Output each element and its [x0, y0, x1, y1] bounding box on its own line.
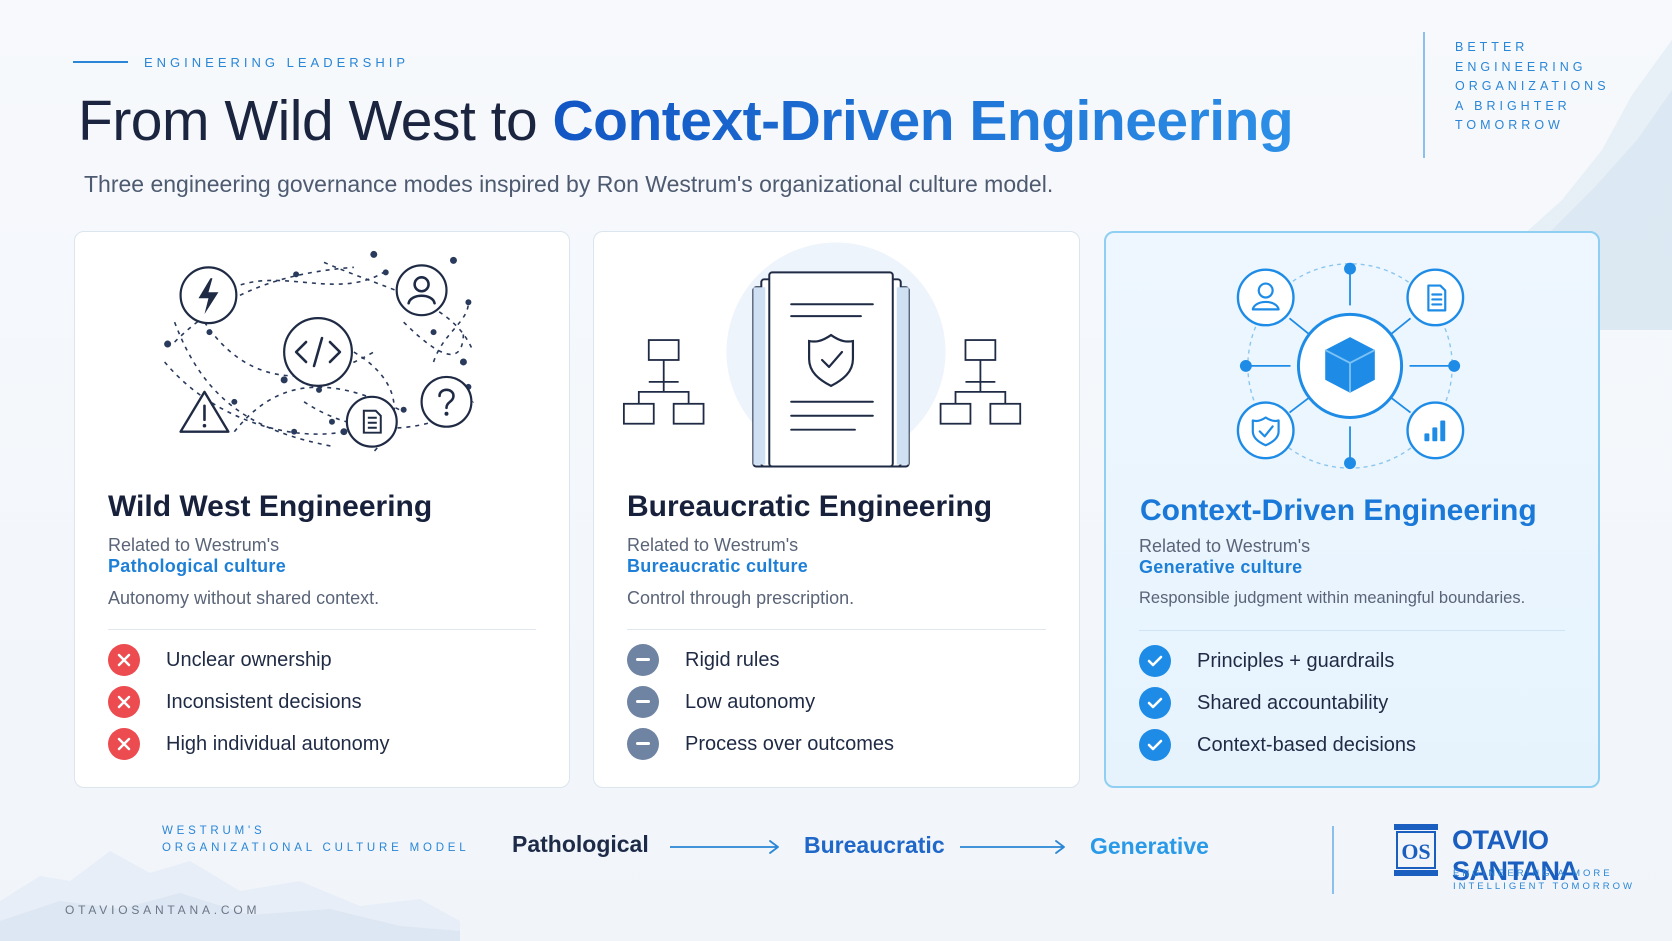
brand-tagline-line: A BRIGHTER — [1455, 98, 1571, 113]
card-title: Context-Driven Engineering — [1140, 494, 1537, 527]
brand-tagline-footer-line: INTELLIGENT TOMORROW — [1453, 881, 1635, 892]
check-icon — [1139, 645, 1171, 677]
card-tagline: Control through prescription. — [627, 588, 855, 608]
list-item: Low autonomy — [627, 685, 815, 719]
brand-divider — [1423, 32, 1425, 158]
page-subtitle: Three engineering governance modes inspi… — [84, 171, 1054, 197]
list-item-label: High individual autonomy — [166, 732, 390, 755]
page-title-lead: From Wild West to — [78, 89, 553, 153]
culture-model-label-line: ORGANIZATIONAL CULTURE MODEL — [162, 842, 470, 854]
card-wild-west: Wild West Engineering Related to Westrum… — [74, 231, 570, 788]
page-title: From Wild West to Context-Driven Enginee… — [78, 88, 1294, 154]
card-related-text: Related to Westrum's — [627, 535, 799, 555]
x-icon — [108, 728, 140, 760]
flow-step-generative: Generative — [1090, 833, 1209, 859]
minus-icon — [627, 728, 659, 760]
brand-tagline-line: TOMORROW — [1455, 118, 1564, 132]
brand-tagline-line: ENGINEERING — [1455, 59, 1587, 74]
x-icon — [108, 644, 140, 676]
card-title: Wild West Engineering — [108, 490, 433, 523]
list-item-label: Context-based decisions — [1197, 733, 1417, 756]
brand-tagline-line: ORGANIZATIONS — [1455, 79, 1610, 93]
brand-name: OTAVIO SANTANA — [1452, 825, 1579, 886]
brand-logo-icon: OS — [1394, 824, 1438, 876]
card-bureaucratic: Bureaucratic Engineering Related to West… — [593, 231, 1080, 788]
rulebook-illustration — [622, 242, 1022, 468]
culture-model-label: WESTRUM'S ORGANIZATIONAL CULTURE MODEL — [162, 823, 469, 857]
card-culture-label: Pathological culture — [108, 556, 287, 576]
brand-logo-letters: OS — [1401, 839, 1430, 864]
list-item-label: Shared accountability — [1197, 691, 1389, 714]
card-related-text: Related to Westrum's — [108, 535, 280, 555]
website-url: OTAVIOSANTANA.COM — [65, 903, 261, 917]
card-divider — [1139, 630, 1565, 631]
list-item: High individual autonomy — [108, 727, 389, 761]
list-item-label: Process over outcomes — [685, 732, 894, 755]
list-item-label: Inconsistent decisions — [166, 690, 362, 713]
list-item-label: Principles + guardrails — [1197, 649, 1395, 672]
list-item: Unclear ownership — [108, 643, 332, 677]
eyebrow-rule — [73, 61, 128, 63]
minus-icon — [627, 644, 659, 676]
x-icon — [108, 686, 140, 718]
culture-model-label-line: WESTRUM'S — [162, 825, 266, 837]
list-item: Principles + guardrails — [1139, 644, 1394, 678]
list-item: Process over outcomes — [627, 727, 894, 761]
list-item: Context-based decisions — [1139, 728, 1416, 762]
arrow-right-icon — [670, 840, 779, 854]
list-item-label: Rigid rules — [685, 648, 780, 671]
eyebrow-label: ENGINEERING LEADERSHIP — [144, 55, 409, 70]
footer-divider — [1332, 826, 1334, 894]
chaos-network-illustration — [164, 250, 475, 453]
card-related-text: Related to Westrum's — [1139, 536, 1311, 556]
card-divider — [627, 629, 1046, 630]
list-item-label: Unclear ownership — [166, 648, 332, 671]
card-context-driven: Context-Driven Engineering Related to We… — [1104, 231, 1600, 788]
context-hub-illustration — [1236, 262, 1465, 470]
card-title: Bureaucratic Engineering — [627, 490, 993, 523]
check-icon — [1139, 729, 1171, 761]
list-item: Rigid rules — [627, 643, 779, 677]
minus-icon — [627, 686, 659, 718]
card-culture-label: Bureaucratic culture — [627, 556, 809, 576]
card-tagline: Responsible judgment within meaningful b… — [1139, 589, 1526, 607]
flow-step-pathological: Pathological — [512, 831, 649, 857]
brand-tagline: BETTER ENGINEERING ORGANIZATIONS A BRIGH… — [1455, 38, 1610, 136]
brand-tagline-footer: ENGINEERING A MORE INTELLIGENT TOMORROW — [1453, 867, 1635, 893]
card-divider — [108, 629, 536, 630]
card-tagline: Autonomy without shared context. — [108, 588, 380, 608]
mountain-background-left — [0, 851, 460, 941]
brand-tagline-footer-line: ENGINEERING A MORE — [1453, 868, 1613, 879]
page-title-accent: Context-Driven Engineering — [552, 89, 1294, 153]
flow-step-bureaucratic: Bureaucratic — [804, 832, 945, 858]
list-item-label: Low autonomy — [685, 690, 816, 713]
arrow-right-icon — [960, 840, 1065, 854]
brand-tagline-line: BETTER — [1455, 40, 1529, 54]
check-icon — [1139, 687, 1171, 719]
list-item: Shared accountability — [1139, 686, 1388, 720]
list-item: Inconsistent decisions — [108, 685, 362, 719]
card-culture-label: Generative culture — [1139, 557, 1303, 577]
